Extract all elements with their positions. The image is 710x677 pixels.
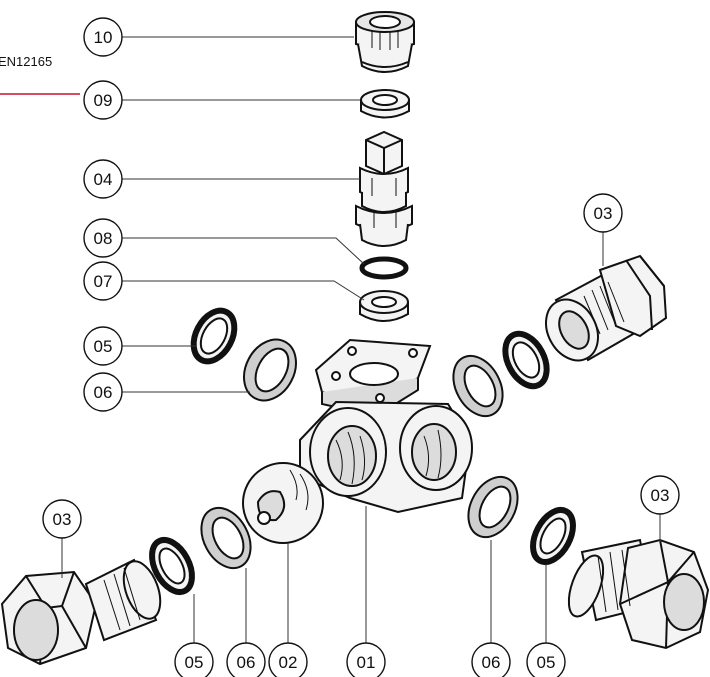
part-front-left-gasket [200,506,252,570]
part-o-ring [359,256,409,280]
callout-label-06-bottom-right: 06 [482,653,501,672]
callout-09: 09 [83,80,360,120]
callout-06-left: 06 [83,372,250,412]
part-left-seat-ring [190,307,238,365]
callout-05-left: 05 [83,326,196,366]
callout-label-01: 01 [357,653,376,672]
callout-03-left: 03 [42,499,82,578]
callout-label-03-right-bottom: 03 [651,486,670,505]
part-upper-right-ring-a [452,354,504,418]
part-upper-right-ring-b [502,330,550,390]
part-front-right-seat-ring [530,507,576,565]
part-front-right-gasket [467,475,519,539]
callout-10: 10 [83,17,354,57]
part-ball [242,462,324,544]
callout-01: 01 [346,506,386,677]
callout-label-05-left: 05 [94,337,113,356]
part-stem-washer [359,290,409,322]
part-body [299,338,473,514]
callout-07: 07 [83,261,365,301]
callout-label-03-left: 03 [53,510,72,529]
callout-label-06-left: 06 [94,383,113,402]
callout-03-right-top: 03 [583,193,623,266]
part-cap [355,11,415,73]
callout-08: 08 [83,218,365,265]
callout-05-bottom-right: 05 [526,564,566,677]
callout-04: 04 [83,159,360,199]
callout-label-03-right-top: 03 [594,204,613,223]
callout-label-02: 02 [279,653,298,672]
callout-02: 02 [268,543,308,677]
part-front-left-seat-ring [149,537,195,595]
callout-06-bottom-left: 06 [226,568,266,677]
callout-label-06-bottom-left: 06 [237,653,256,672]
standard-note: EN12165 [0,54,52,69]
callout-label-10: 10 [94,28,113,47]
callout-03-right-bottom: 03 [640,475,680,542]
part-upper-right-union [545,254,668,362]
part-upper-ring [360,89,410,119]
part-lower-left-union [0,558,162,666]
callout-label-07: 07 [94,272,113,291]
callout-label-05-bottom-right: 05 [537,653,556,672]
part-lower-right-union [567,538,710,650]
callout-label-09: 09 [94,91,113,110]
part-left-gasket [243,338,297,402]
callout-label-08: 08 [94,229,113,248]
callout-label-05-bottom-left: 05 [185,653,204,672]
callout-06-bottom-right: 06 [471,540,511,677]
callout-05-bottom-left: 05 [174,594,214,677]
callout-label-04: 04 [94,170,113,189]
part-stem [355,130,413,247]
